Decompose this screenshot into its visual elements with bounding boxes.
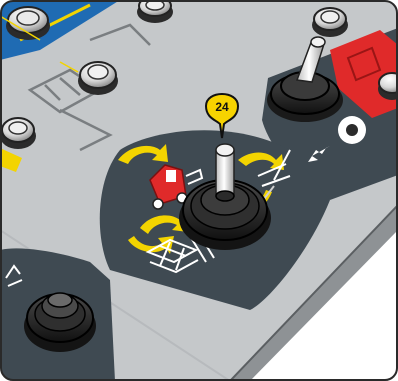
callout-number: 24 — [215, 100, 229, 114]
joystick-bottom-left[interactable] — [24, 293, 96, 352]
stop-button-icon — [338, 116, 366, 144]
